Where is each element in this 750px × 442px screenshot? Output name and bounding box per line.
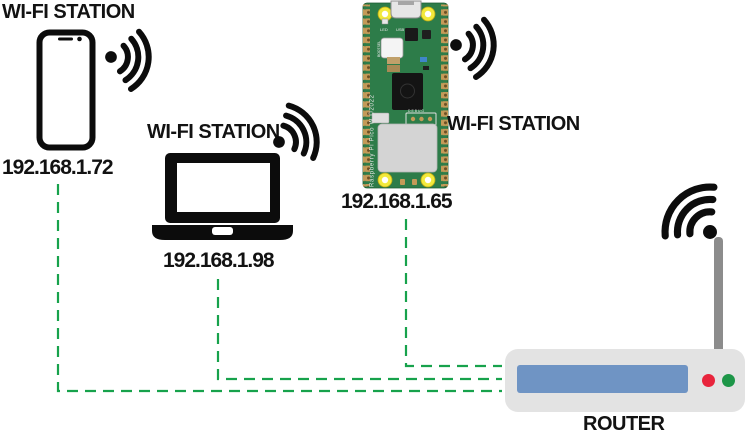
smartphone-icon (36, 29, 96, 151)
phone-ip-address: 192.168.1.72 (2, 156, 114, 179)
bootsel-silkscreen: BOOTSEL (377, 41, 381, 57)
router-icon (505, 349, 745, 412)
wifi-signal-icon (635, 157, 750, 273)
board-silkscreen-text: Raspberry Pi Pico W ©2022 (369, 94, 376, 187)
router-led-red (702, 374, 715, 387)
onboard-led (381, 18, 389, 25)
connection-pico-router (404, 219, 502, 368)
router-led-green (722, 374, 735, 387)
phone-station-label: WI-FI STATION (2, 1, 135, 23)
led-silkscreen: LED (380, 27, 388, 32)
wifi-signal-icon (95, 17, 165, 103)
bootsel-button (380, 37, 404, 59)
gpio-pads-left (363, 4, 370, 187)
usb-silkscreen: USB (396, 27, 405, 32)
pico-station-label: WI-FI STATION (447, 113, 580, 135)
phone-speaker (58, 37, 73, 41)
laptop-screen (177, 163, 270, 212)
router-label: ROUTER (583, 413, 665, 435)
rp2040-chip (392, 73, 423, 110)
router-antenna (714, 237, 723, 352)
laptop-ip-address: 192.168.1.98 (163, 249, 275, 272)
connection-laptop-router (216, 279, 502, 381)
laptop-icon (152, 153, 293, 240)
usb-connector (390, 0, 422, 19)
laptop-trackpad-notch (212, 227, 233, 235)
router-display-panel (517, 365, 688, 393)
raspberry-pi-pico-w-board: LED USB BOOTSEL DEBUG Raspberry Pi Pico … (362, 0, 449, 189)
debug-silkscreen: DEBUG (408, 109, 425, 113)
wifi-shield (377, 123, 438, 173)
wifi-signal-icon (440, 5, 510, 91)
laptop-station-label: WI-FI STATION (147, 121, 280, 143)
phone-camera-dot (77, 36, 82, 42)
gpio-pads-right (441, 4, 448, 187)
pico-ip-address: 192.168.1.65 (341, 190, 453, 213)
